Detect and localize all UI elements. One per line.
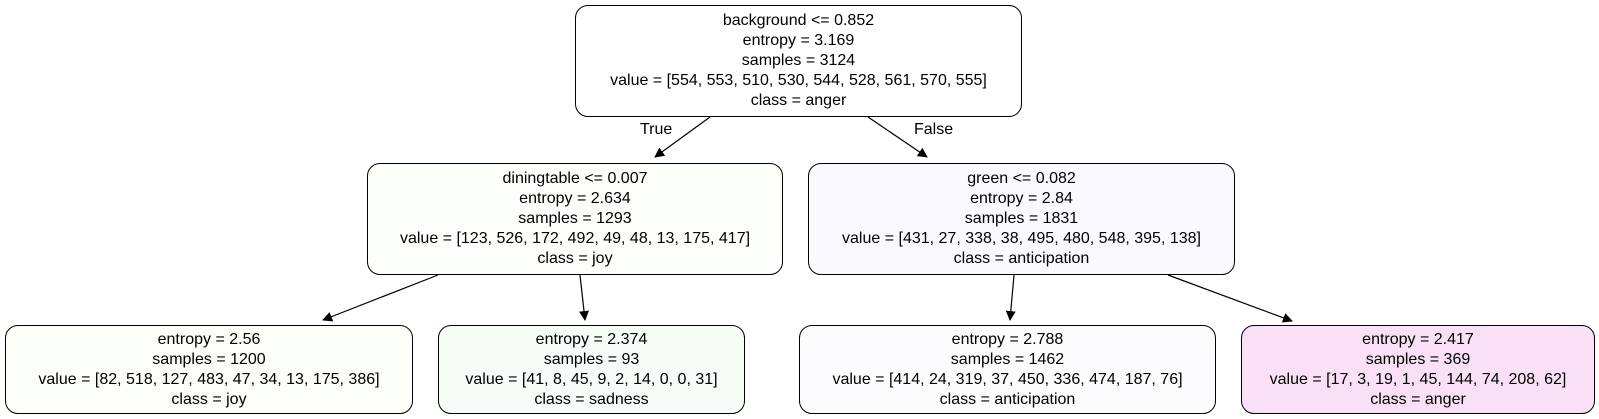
node-class: class = sadness: [534, 390, 649, 408]
node-entropy: entropy = 3.169: [742, 32, 855, 49]
edge-root-left: [654, 116, 711, 158]
tree-leaf-rr: entropy = 2.417 samples = 369 value = [1…: [1241, 325, 1595, 414]
node-split: background <= 0.852: [722, 12, 875, 29]
node-samples: samples = 1293: [518, 210, 632, 227]
node-samples: samples = 369: [1365, 350, 1471, 368]
node-entropy: entropy = 2.788: [951, 330, 1064, 348]
node-value: value = [414, 24, 319, 37, 450, 336, 474…: [832, 370, 1183, 388]
node-samples: samples = 1200: [152, 350, 266, 368]
node-value: value = [82, 518, 127, 483, 47, 34, 13, …: [38, 370, 380, 388]
tree-node-left: diningtable <= 0.007 entropy = 2.634 sam…: [367, 163, 783, 275]
edge-left-leaf-ll: [322, 274, 439, 322]
node-class: class = joy: [171, 390, 247, 408]
node-class: class = anger: [1370, 390, 1466, 408]
node-value: value = [41, 8, 45, 9, 2, 14, 0, 0, 31]: [465, 370, 718, 388]
edge-root-right: [867, 116, 928, 158]
node-entropy: entropy = 2.374: [535, 330, 648, 348]
node-class: class = anticipation: [953, 250, 1090, 267]
edge-label-false: False: [914, 121, 954, 138]
node-split: diningtable <= 0.007: [502, 170, 648, 187]
edge-right-leaf-rl: [1005, 274, 1016, 321]
node-value: value = [17, 3, 19, 1, 45, 144, 74, 208,…: [1269, 370, 1567, 388]
node-samples: samples = 3124: [741, 52, 856, 69]
node-class: class = joy: [537, 250, 613, 267]
node-samples: samples = 1831: [964, 210, 1079, 227]
node-entropy: entropy = 2.417: [1362, 330, 1474, 348]
tree-leaf-ll: entropy = 2.56 samples = 1200 value = [8…: [5, 325, 413, 414]
tree-leaf-rl: entropy = 2.788 samples = 1462 value = […: [799, 325, 1216, 414]
tree-node-root: background <= 0.852 entropy = 3.169 samp…: [575, 5, 1022, 117]
node-value: value = [431, 27, 338, 38, 495, 480, 548…: [842, 230, 1201, 247]
node-class: class = anticipation: [939, 390, 1076, 408]
node-entropy: entropy = 2.84: [970, 190, 1073, 207]
node-entropy: entropy = 2.634: [519, 190, 631, 207]
node-samples: samples = 1462: [950, 350, 1065, 368]
edge-label-true: True: [640, 121, 673, 138]
node-entropy: entropy = 2.56: [157, 330, 261, 348]
tree-node-right: green <= 0.082 entropy = 2.84 samples = …: [808, 163, 1235, 275]
edge-right-leaf-rr: [1167, 274, 1293, 323]
edge-left-leaf-lr: [579, 274, 589, 321]
node-class: class = anger: [750, 92, 847, 109]
node-split: green <= 0.082: [967, 170, 1076, 187]
node-samples: samples = 93: [543, 350, 640, 368]
node-value: value = [554, 553, 510, 530, 544, 528, 5…: [610, 72, 987, 89]
node-value: value = [123, 526, 172, 492, 49, 48, 13,…: [399, 230, 751, 247]
tree-leaf-lr: entropy = 2.374 samples = 93 value = [41…: [438, 325, 745, 414]
